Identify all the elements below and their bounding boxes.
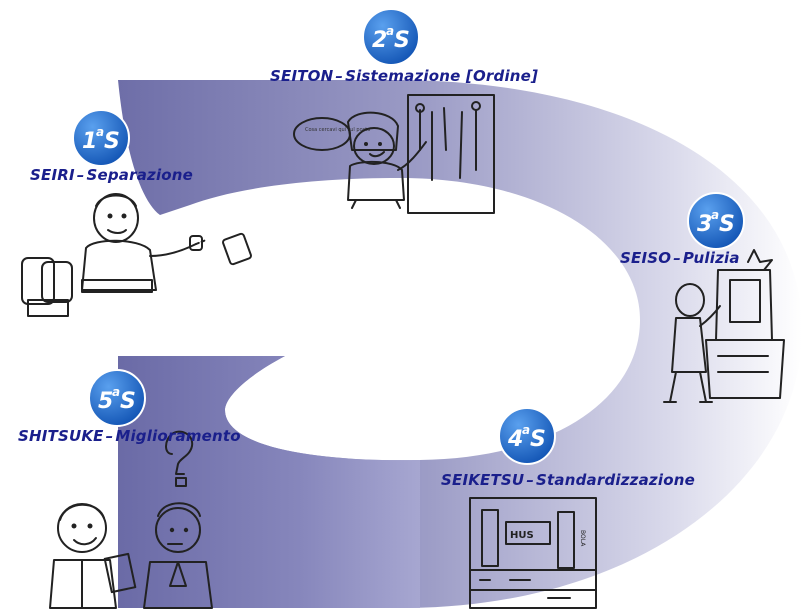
worker-cleaning-machine-icon	[663, 249, 785, 403]
step-1-separator: –	[76, 166, 85, 184]
step-5-separator: –	[105, 427, 114, 445]
standardized-shelves-icon: HUS BOLA	[469, 497, 597, 609]
svg-text:a: a	[522, 423, 530, 437]
badge-step-3: 3 a S	[687, 192, 745, 250]
svg-text:a: a	[112, 385, 120, 399]
step-3-italian-term: Pulizia	[682, 249, 740, 267]
step-label-4: SEIKETSU–Standardizzazione	[441, 471, 695, 489]
svg-text:Cosa cercavi qui sul posto: Cosa cercavi qui sul posto	[305, 127, 370, 133]
step-4-separator: –	[526, 471, 535, 489]
worker-sorting-icon	[21, 193, 252, 317]
svg-text:S: S	[394, 28, 410, 53]
svg-text:BOLA: BOLA	[579, 530, 586, 547]
step-5-italian-term: Miglioramento	[115, 427, 241, 445]
step-label-1: SEIRI–Separazione	[30, 166, 193, 184]
svg-text:S: S	[104, 129, 120, 154]
svg-text:S: S	[719, 212, 735, 237]
step-4-italian-term: Standardizzazione	[536, 471, 695, 489]
badge-step-1: 1 a S	[72, 109, 130, 167]
step-4-japanese-term: SEIKETSU	[441, 471, 525, 489]
badge-step-5: 5 a S	[88, 369, 146, 427]
step-1-japanese-term: SEIRI	[30, 166, 75, 184]
cycle-ring-lower	[118, 356, 420, 608]
step-label-5: SHITSUKE–Miglioramento	[18, 427, 241, 445]
badge-step-2: 2 a S	[362, 8, 420, 66]
svg-text:5: 5	[98, 389, 113, 414]
step-3-separator: –	[673, 249, 681, 267]
step-5-japanese-term: SHITSUKE	[18, 427, 104, 445]
svg-text:a: a	[711, 208, 719, 222]
svg-text:4: 4	[507, 427, 523, 452]
step-label-3: SEISO–Pulizia	[620, 249, 740, 267]
svg-text:a: a	[386, 24, 394, 38]
step-2-italian-term: Sistemazione [Ordine]	[345, 67, 539, 85]
badge-step-4: 4 a S	[498, 407, 556, 465]
svg-text:1: 1	[82, 129, 97, 154]
step-label-2: SEITON–Sistemazione [Ordine]	[270, 67, 538, 85]
step-3-japanese-term: SEISO	[620, 249, 672, 267]
two-people-idea-icon	[49, 430, 213, 609]
worker-arranging-tools-icon: Cosa cercavi qui sul posto	[293, 94, 495, 214]
svg-text:S: S	[530, 427, 546, 452]
svg-text:S: S	[120, 389, 136, 414]
step-2-japanese-term: SEITON	[270, 67, 334, 85]
svg-text:a: a	[96, 125, 104, 139]
step-2-separator: –	[335, 67, 344, 85]
svg-text:HUS: HUS	[510, 530, 534, 541]
step-1-italian-term: Separazione	[86, 166, 194, 184]
svg-text:3: 3	[697, 212, 712, 237]
svg-text:2: 2	[372, 28, 387, 53]
